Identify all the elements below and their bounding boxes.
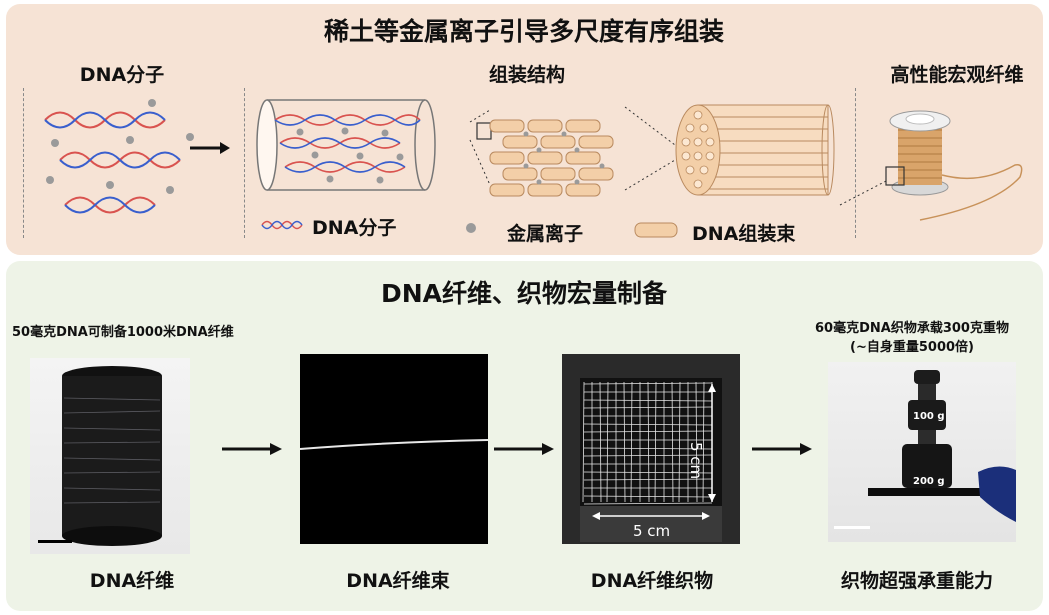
arrow-right-icon xyxy=(222,443,282,455)
fabric-thread xyxy=(583,454,713,457)
fabric-thread xyxy=(583,406,713,409)
dna-fiber-spool-photo xyxy=(30,358,190,554)
assembly-structure-heading: 组装结构 xyxy=(488,64,566,86)
dna-bundle-layer-illustration xyxy=(489,119,614,197)
fabric-height-label: 5 cm xyxy=(687,442,705,480)
caption-load-bearing: 织物超强承重能力 xyxy=(840,570,994,592)
fabric-thread xyxy=(630,381,633,503)
bottom-panel-title: DNA纤维、织物宏量制备 xyxy=(380,279,668,308)
zoom-dotted-lines xyxy=(624,106,676,191)
fabric-thread xyxy=(582,381,585,503)
fabric-thread xyxy=(623,381,626,503)
arrow-right-icon xyxy=(190,142,230,154)
caption-dna-fiber: DNA纤维 xyxy=(89,570,175,592)
fabric-thread xyxy=(695,381,698,503)
dna-fiber-fabric-photo xyxy=(562,354,740,544)
divider-line xyxy=(244,88,245,238)
fiber-spool-illustration xyxy=(885,110,1023,221)
legend-dna-label: DNA分子 xyxy=(312,217,397,239)
arrow-right-icon xyxy=(752,443,812,455)
fabric-thread xyxy=(599,381,602,503)
bundle-legend-icon xyxy=(634,222,678,238)
macro-fiber-heading: 高性能宏观纤维 xyxy=(890,64,1024,86)
fabric-thread xyxy=(583,471,713,474)
caption-dna-fiber-fabric: DNA纤维织物 xyxy=(590,570,714,592)
fabric-thread xyxy=(671,381,674,503)
caption-dna-fiber-bundle: DNA纤维束 xyxy=(346,570,450,592)
dna-fiber-bundle-photo xyxy=(300,354,488,544)
assembly-tube-illustration xyxy=(256,99,492,191)
load-bearing-photo xyxy=(828,362,1016,542)
fabric-thread xyxy=(583,430,713,433)
arrow-right-icon xyxy=(494,443,554,455)
fiber-cylinder-illustration xyxy=(675,104,835,196)
weight-100g-label: 100 g xyxy=(913,411,945,422)
fabric-thread xyxy=(583,447,713,450)
fabric-thread xyxy=(583,382,713,385)
legend-dna-bundle-label: DNA组装束 xyxy=(692,223,796,245)
top-panel xyxy=(6,4,1043,255)
fabric-thread xyxy=(583,399,713,402)
fabric-width-label: 5 cm xyxy=(633,522,671,540)
fabric-thread xyxy=(702,381,705,503)
dna-molecules-illustration xyxy=(44,99,194,214)
fabric-thread xyxy=(647,381,650,503)
top-panel-title: 稀土等金属离子引导多尺度有序组装 xyxy=(323,17,725,46)
production-note: 50毫克DNA可制备1000米DNA纤维 xyxy=(12,325,234,340)
metal-ion-legend-icon xyxy=(466,223,476,233)
load-note-line2: (~自身重量5000倍) xyxy=(850,340,974,355)
load-note-line1: 60毫克DNA织物承载300克重物 xyxy=(815,321,1009,336)
zoom-dotted-lines xyxy=(469,109,491,186)
fabric-thread xyxy=(606,381,609,503)
legend-metal-ion-label: 金属离子 xyxy=(507,223,584,245)
fabric-thread xyxy=(654,381,657,503)
fabric-thread xyxy=(583,495,713,498)
fabric-thread xyxy=(583,478,713,481)
dna-molecule-heading: DNA分子 xyxy=(79,64,165,86)
weight-200g-label: 200 g xyxy=(913,476,945,487)
fabric-thread xyxy=(583,423,713,426)
dna-legend-icon xyxy=(261,220,303,230)
fabric-thread xyxy=(678,381,681,503)
zoom-dotted-lines xyxy=(839,179,889,206)
divider-line xyxy=(23,88,24,238)
fabric-thread xyxy=(583,502,713,505)
divider-line xyxy=(855,88,856,238)
